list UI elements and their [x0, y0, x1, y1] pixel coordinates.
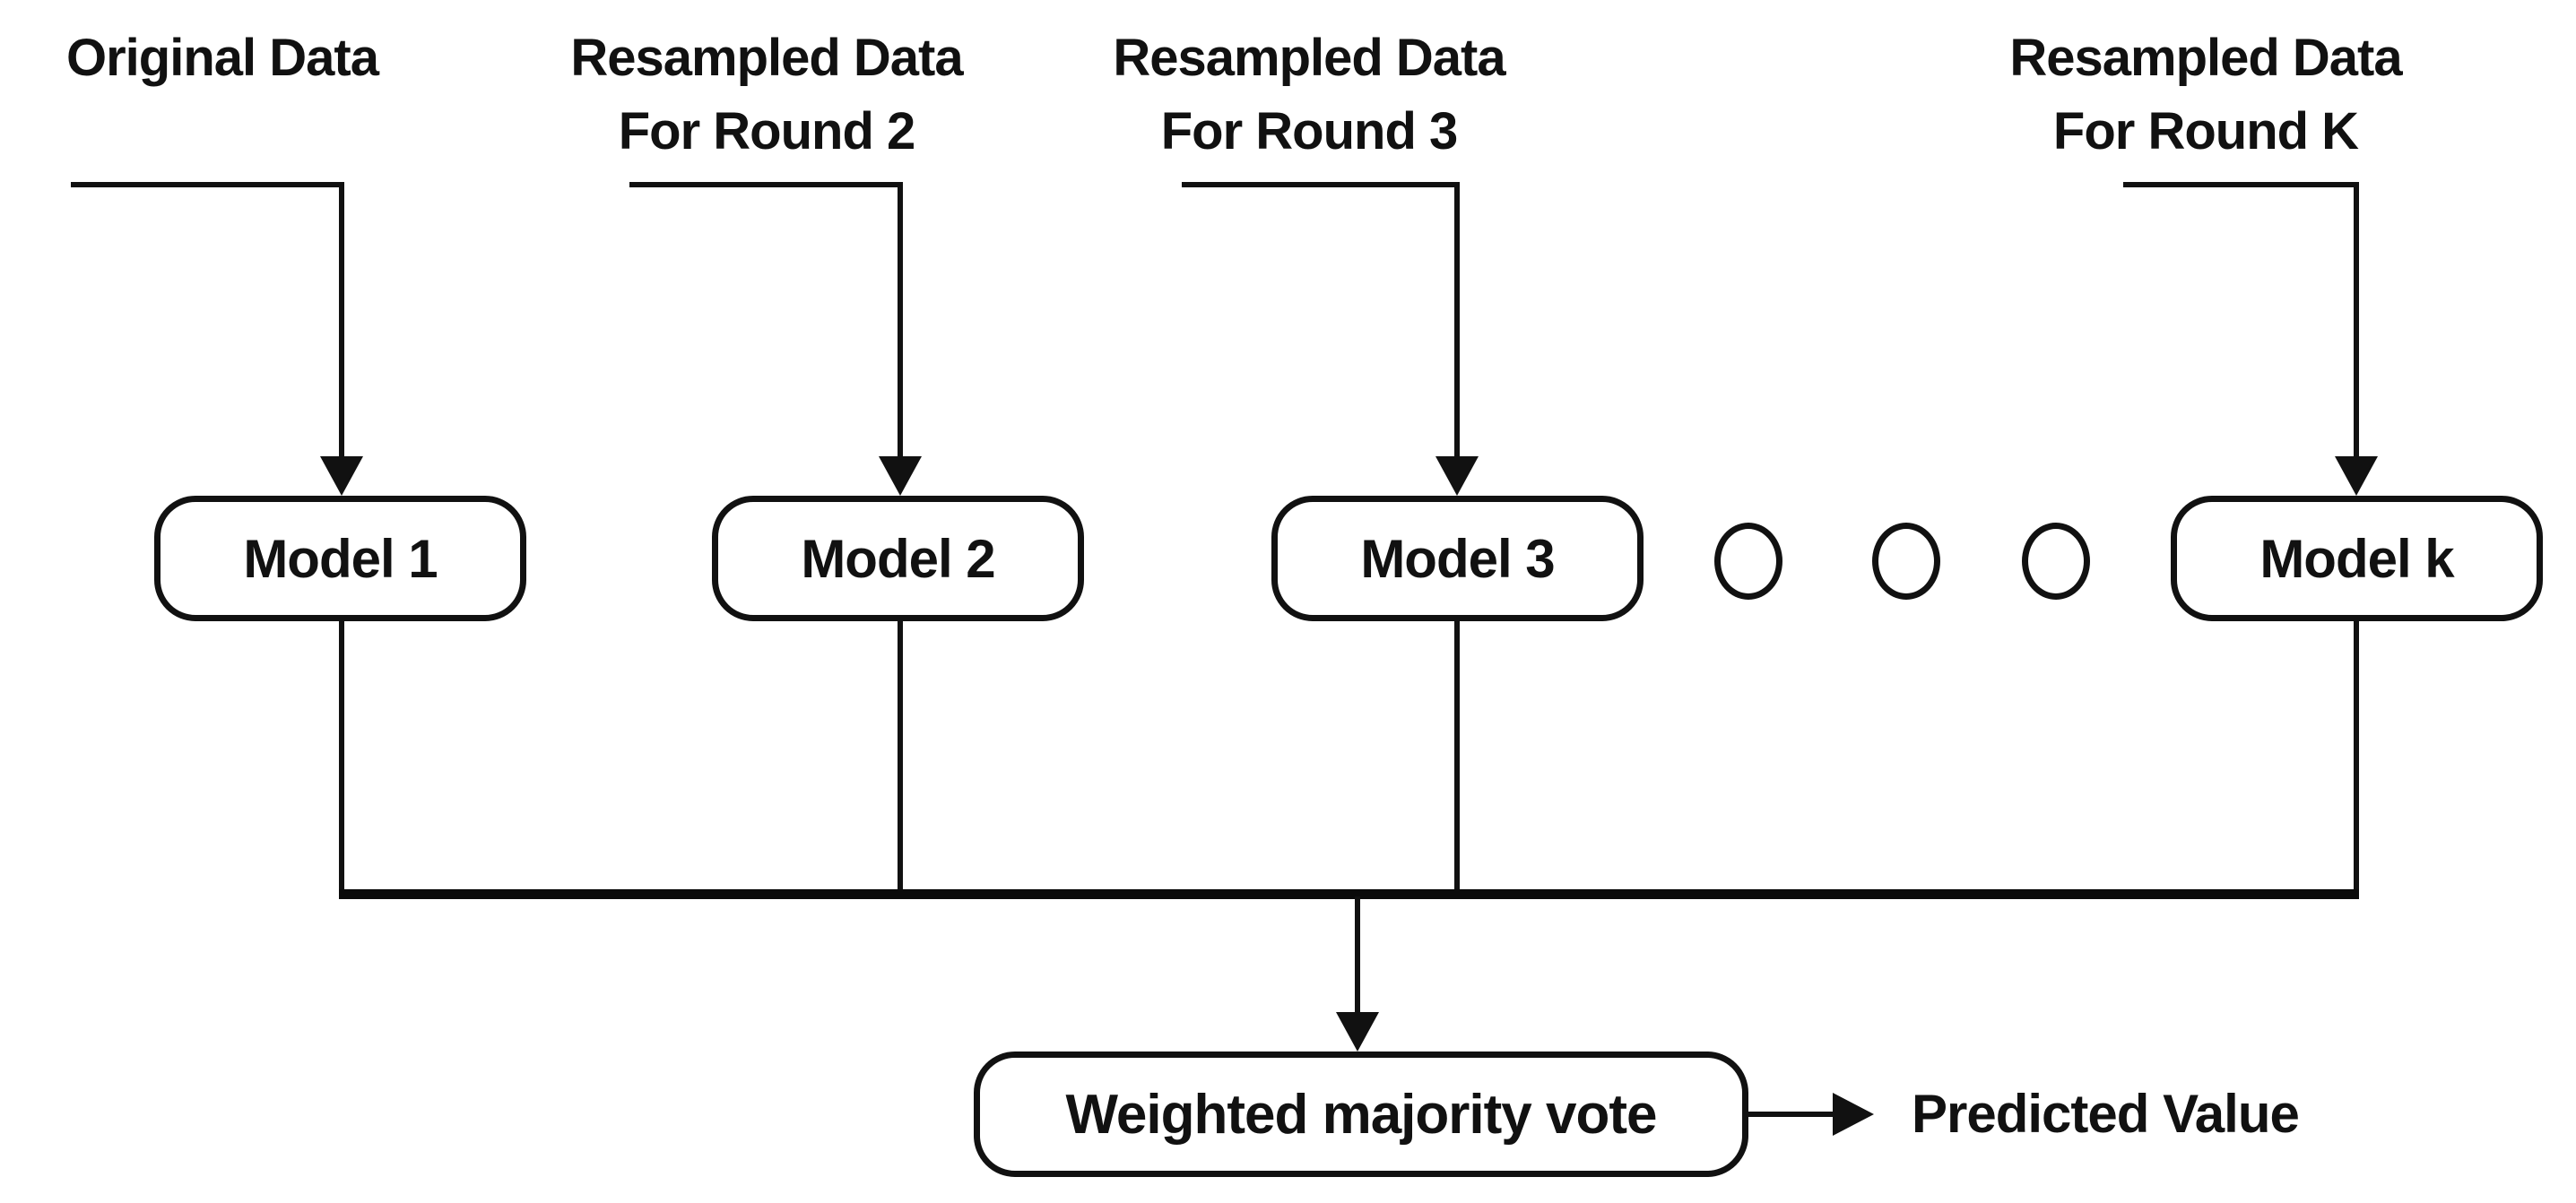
- model-2-label: Model 2: [801, 528, 995, 589]
- vote-to-output-line: [1748, 1112, 1834, 1117]
- model-3-output-line: [1454, 621, 1460, 892]
- flow-elbow-vertical-4: [2354, 182, 2359, 458]
- ellipsis-circle: [1872, 523, 1940, 600]
- top-label-line: For Round 3: [1160, 102, 1459, 160]
- flow-elbow-horizontal-3: [1182, 182, 1460, 187]
- arrow-down-icon: [320, 456, 363, 496]
- bus-to-vote-line: [1355, 896, 1360, 1015]
- top-label-line: Resampled Data: [570, 29, 963, 87]
- top-label-round-k: Resampled Data For Round K: [1937, 22, 2475, 169]
- predicted-value-label: Predicted Value: [1912, 1084, 2300, 1144]
- ellipsis-circle: [2022, 523, 2090, 600]
- top-label-round-3: Resampled Data For Round 3: [1040, 22, 1578, 169]
- model-3-node: Model 3: [1271, 496, 1644, 621]
- arrow-down-icon: [1336, 1012, 1379, 1052]
- model-k-output-line: [2354, 621, 2359, 892]
- model-1-output-line: [339, 621, 344, 892]
- flow-elbow-horizontal-2: [629, 182, 903, 187]
- flow-elbow-vertical-2: [898, 182, 903, 458]
- model-2-node: Model 2: [712, 496, 1084, 621]
- model-3-label: Model 3: [1360, 528, 1555, 589]
- arrow-down-icon: [1435, 456, 1479, 496]
- arrow-down-icon: [879, 456, 922, 496]
- top-label-line: For Round K: [2052, 102, 2359, 160]
- top-label-original-data: Original Data: [25, 22, 420, 95]
- arrow-down-icon: [2335, 456, 2378, 496]
- ellipsis-circle: [1714, 523, 1782, 600]
- top-label-line: For Round 2: [618, 102, 916, 160]
- top-label-line: Resampled Data: [1113, 29, 1505, 87]
- flow-elbow-horizontal-1: [71, 182, 344, 187]
- flow-elbow-vertical-1: [339, 182, 344, 458]
- weighted-majority-vote-label: Weighted majority vote: [1065, 1083, 1658, 1146]
- model-2-output-line: [898, 621, 903, 892]
- model-k-node: Model k: [2171, 496, 2543, 621]
- flow-elbow-vertical-3: [1454, 182, 1460, 458]
- collector-bus-line: [339, 889, 2359, 899]
- model-1-node: Model 1: [154, 496, 526, 621]
- top-label-line: Resampled Data: [2009, 29, 2402, 87]
- arrow-right-icon: [1833, 1093, 1874, 1136]
- weighted-majority-vote-node: Weighted majority vote: [974, 1052, 1748, 1177]
- top-label-round-2: Resampled Data For Round 2: [498, 22, 1036, 169]
- model-1-label: Model 1: [243, 528, 438, 589]
- flow-elbow-horizontal-4: [2123, 182, 2359, 187]
- top-label-line: Original Data: [66, 29, 379, 87]
- model-k-label: Model k: [2259, 528, 2454, 589]
